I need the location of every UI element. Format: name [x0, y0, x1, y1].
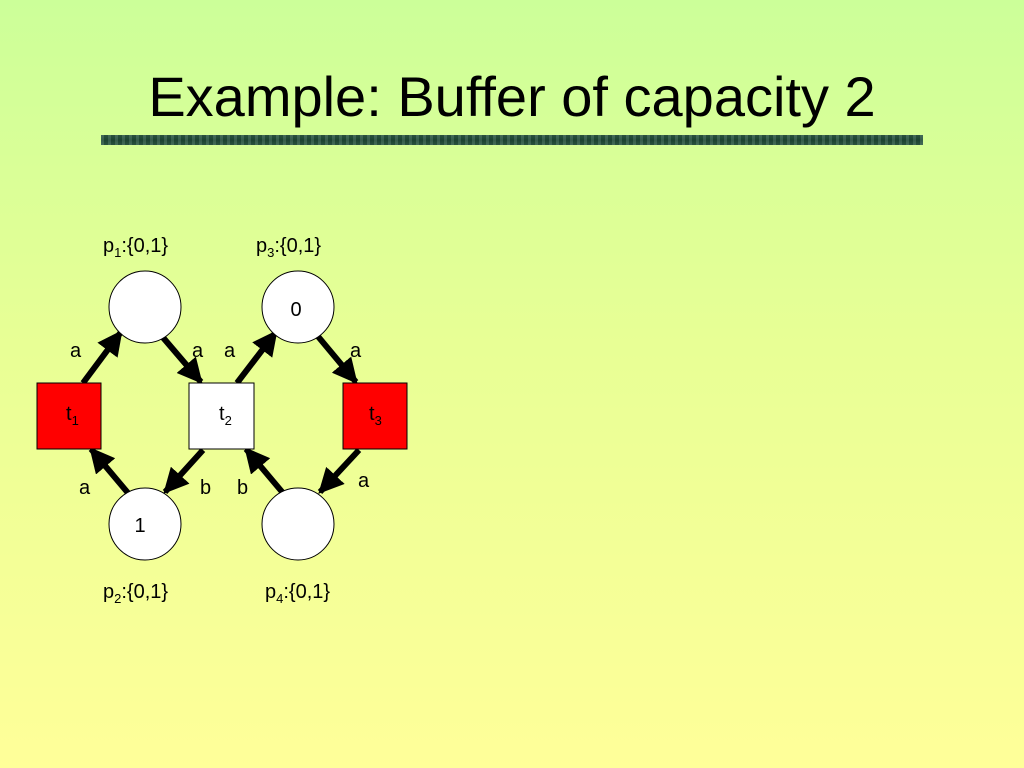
place-p4: p4:{0,1}: [261, 487, 335, 606]
transition-t3-label: t3: [369, 403, 382, 428]
arc-label-p1-t2: a: [192, 340, 204, 362]
transition-t3-index: 3: [375, 413, 382, 428]
place-p1-index: 1: [114, 245, 121, 260]
transition-t3-box: [342, 382, 408, 450]
place-p2-domain: :{0,1}: [121, 581, 168, 603]
arc-p4-t2: [243, 447, 286, 495]
place-p3-index: 3: [267, 245, 274, 260]
place-p4-domain: :{0,1}: [283, 581, 330, 603]
transition-t2-box: [188, 382, 255, 450]
arc-p3-t3: [313, 332, 359, 384]
place-p2-label: p2:{0,1}: [103, 581, 168, 606]
arc-label-p3-t3: a: [350, 340, 362, 362]
place-p2-name: p: [103, 581, 114, 603]
place-p3-circle: [261, 270, 335, 344]
place-p1: p1:{0,1}: [103, 235, 182, 344]
place-p1-domain: :{0,1}: [121, 235, 168, 257]
place-p3-name: p: [256, 235, 267, 257]
title-underline: [101, 135, 923, 145]
arc-labels: a a a a a b b a: [70, 340, 370, 499]
transition-t2-index: 2: [225, 413, 232, 428]
arc-t2-p3: [234, 329, 279, 385]
place-p1-circle: [108, 270, 182, 344]
transition-t1-index: 1: [72, 413, 79, 428]
arcs-group: [80, 329, 362, 495]
arc-label-t1-p1: a: [70, 340, 82, 362]
arc-t3-p4: [317, 447, 362, 495]
place-p3-token: 0: [290, 299, 301, 321]
arc-t1-p1: [80, 329, 124, 385]
transition-t1-box: [36, 382, 102, 450]
place-p1-label: p1:{0,1}: [103, 235, 168, 260]
transition-t2-name: t: [219, 403, 225, 425]
place-p4-circle: [261, 487, 335, 561]
place-p3-domain: :{0,1}: [274, 235, 321, 257]
place-p4-index: 4: [276, 591, 283, 606]
transition-t3-name: t: [369, 403, 375, 425]
transition-t1: t1: [36, 382, 102, 450]
place-p2-index: 2: [114, 591, 121, 606]
place-p1-name: p: [103, 235, 114, 257]
place-p4-label: p4:{0,1}: [265, 581, 330, 606]
place-p3-label: p3:{0,1}: [256, 235, 321, 260]
arc-label-t2-p3: a: [224, 340, 236, 362]
place-p2-circle: [108, 487, 182, 561]
transition-t2: t2: [188, 382, 255, 450]
arc-p2-t1: [88, 447, 131, 495]
place-p2-token: 1: [134, 515, 145, 537]
transition-t2-label: t2: [219, 403, 232, 428]
arc-t2-p2: [162, 447, 206, 495]
slide-title: Example: Buffer of capacity 2: [148, 65, 876, 128]
arc-label-p2-t1: a: [79, 477, 91, 499]
place-p3: 0 p3:{0,1}: [256, 235, 335, 344]
transition-t3: t3: [342, 382, 408, 450]
transition-t1-name: t: [66, 403, 72, 425]
arc-label-t2-p2: b: [200, 477, 211, 499]
place-p2: 1 p2:{0,1}: [103, 487, 182, 606]
arc-p1-t2: [157, 332, 204, 384]
transition-t1-label: t1: [66, 403, 79, 428]
arc-label-t3-p4: a: [358, 470, 370, 492]
place-p4-name: p: [265, 581, 276, 603]
arc-label-p4-t2: b: [237, 477, 248, 499]
